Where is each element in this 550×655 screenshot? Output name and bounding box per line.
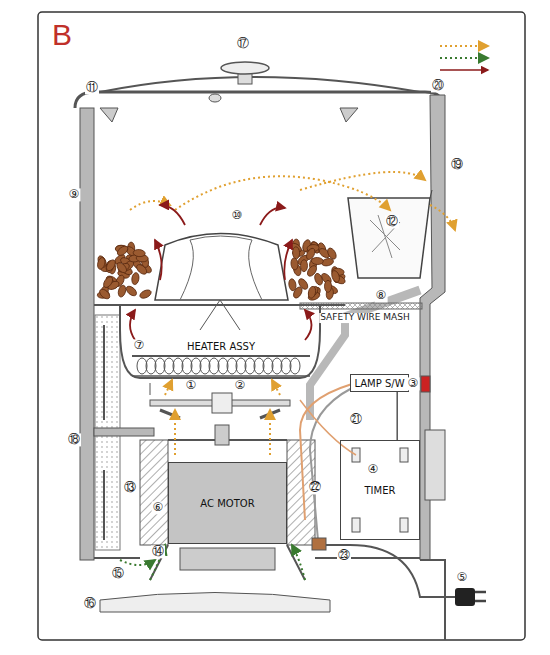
callout-number: ⑰ [236,37,250,50]
part-name: SAFETY WIRE MASH [319,313,411,323]
callout-number: ㉑ [349,413,363,426]
node-label: HEATER ASSY [185,341,257,352]
callout-number: ⑮ [111,567,125,580]
callout-number: ⑦ [133,339,146,352]
ac-motor: AC MOTOR [168,462,287,544]
callout-number: ⑱ [67,433,81,446]
node-label: AC MOTOR [200,498,254,509]
callout-number: ⑲ [450,158,464,171]
callout-number: ② [234,379,247,392]
callout-number: ⑤ [456,571,469,584]
callout-number: ③ [407,377,420,390]
callout-number: ⑳ [431,79,445,92]
lamp-switch-box: LAMP S/W [350,374,409,392]
callout-number: ⑪ [85,81,99,94]
callout-number: ⑥ [152,501,165,514]
callout-number: ⑧ [375,289,388,302]
timer-box: TIMER [340,440,420,540]
callout-number: ⑭ [151,545,165,558]
callout-number: ① [185,379,198,392]
callout-number: ⑩ [231,209,244,222]
callout-number: ⑨ [68,188,81,201]
callout-number: ⑫ [385,215,399,228]
wire-connector [396,392,398,440]
callout-number: ④ [367,463,380,476]
title-letter: B [51,18,73,51]
callout-number: ㉓ [337,549,351,562]
callout-number: ㉒ [308,481,322,494]
callout-number: ⑯ [83,597,97,610]
node-label: LAMP S/W [354,378,404,389]
callout-number: ⑬ [123,481,137,494]
heater-assembly: HEATER ASSY [130,337,312,356]
node-label: TIMER [363,485,398,496]
